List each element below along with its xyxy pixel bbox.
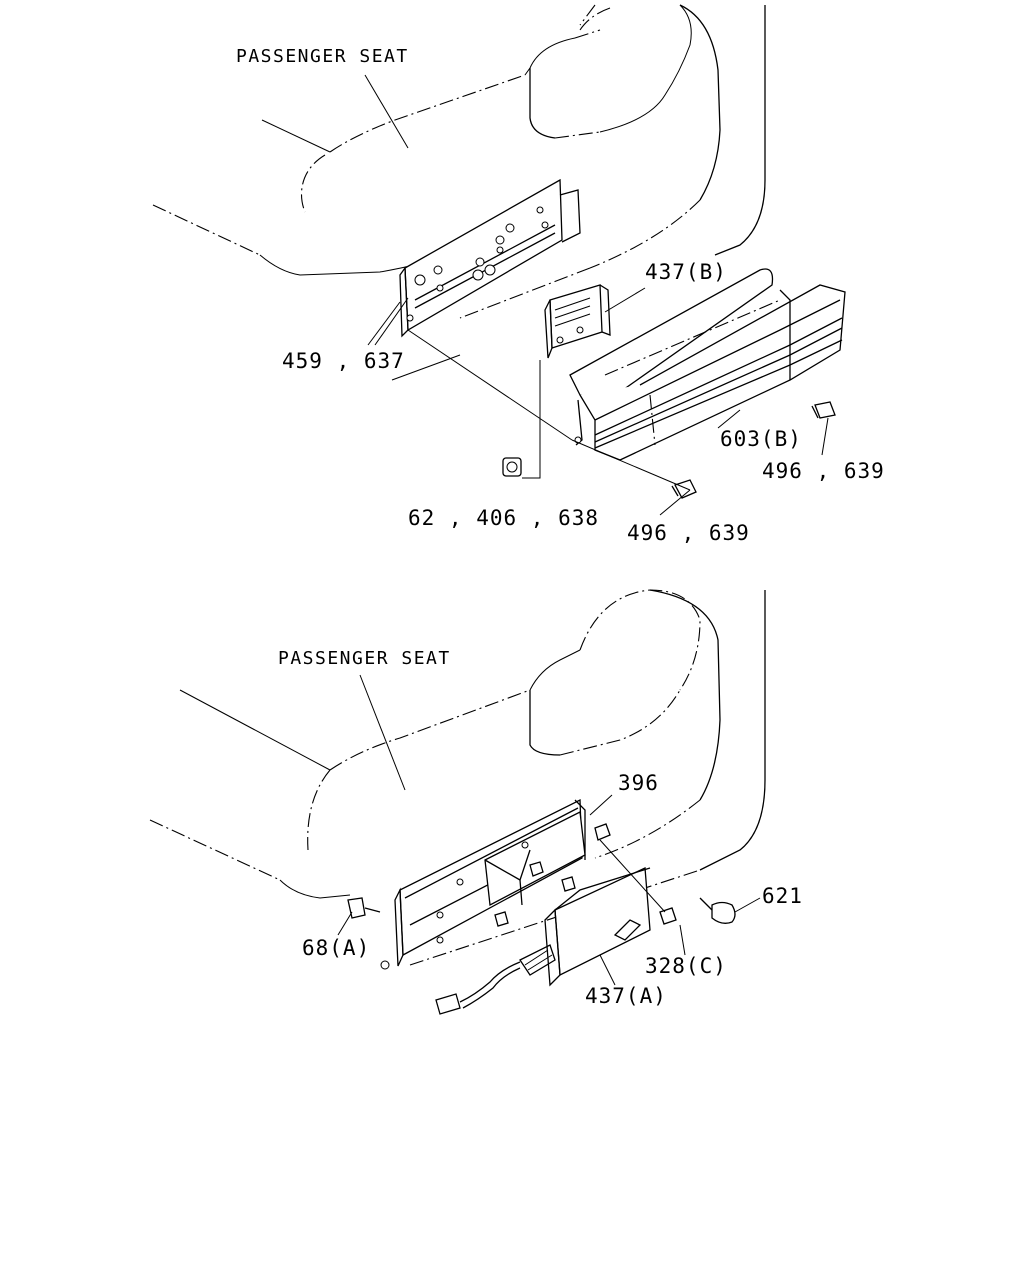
callout-437b: 437(B) [645,260,727,284]
upper-leader-lines [364,74,829,516]
callout-496-639-lower: 496 , 639 [627,521,750,545]
lower-leader-lines [337,674,761,986]
armrest-bracket [544,284,611,359]
callout-603b: 603(B) [720,427,802,451]
controller-437a [435,867,651,1015]
callout-62-406-638: 62 , 406 , 638 [408,506,599,530]
lower-diagram: PASSENGER SEAT 396 621 68(A) 328(C) 437(… [149,589,803,1015]
lower-seat-label: PASSENGER SEAT [278,648,451,669]
callout-621: 621 [762,884,803,908]
lower-mounting-plate [380,798,586,970]
armrest-assembly [569,268,846,461]
callout-496-639-right: 496 , 639 [762,459,885,483]
callout-68a: 68(A) [302,936,370,960]
callout-459-637: 459 , 637 [282,349,405,373]
callout-396: 396 [618,771,659,795]
callout-328c: 328(C) [645,954,727,978]
upper-fasteners [502,401,836,499]
upper-seat-label: PASSENGER SEAT [236,46,409,67]
lower-fasteners [347,823,736,927]
callout-437a: 437(A) [585,984,667,1008]
upper-diagram: PASSENGER SEAT 459 , 637 437(B) 603(B) 4… [152,4,885,545]
